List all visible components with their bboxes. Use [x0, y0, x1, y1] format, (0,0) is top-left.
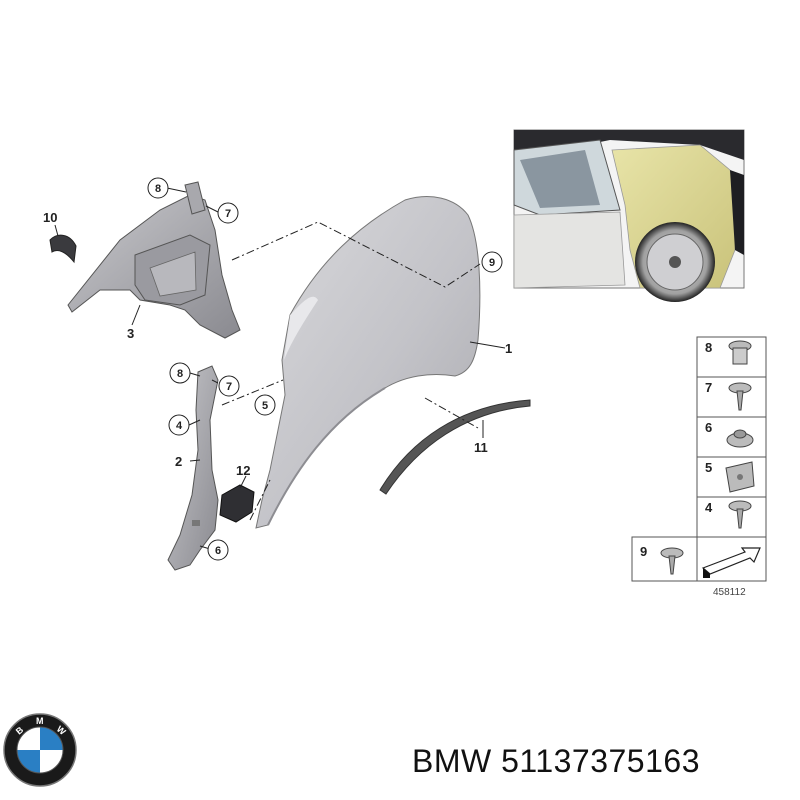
part-number: 51137375163 — [501, 743, 700, 779]
rubber-block — [219, 484, 255, 523]
callout-6: 6 — [207, 539, 229, 561]
label-1: 1 — [505, 341, 512, 356]
svg-text:M: M — [36, 716, 44, 726]
lower-bracket — [167, 365, 219, 571]
label-10: 10 — [43, 210, 57, 225]
legend-label-9: 9 — [640, 544, 647, 559]
seal-piece — [49, 234, 77, 264]
legend-label-6: 6 — [705, 420, 712, 435]
svg-text:8: 8 — [177, 368, 183, 380]
leader-lines — [54, 187, 506, 550]
legend-label-8: 8 — [705, 340, 712, 355]
svg-text:7: 7 — [226, 381, 232, 393]
screw-9-icon — [660, 547, 684, 575]
label-2: 2 — [175, 454, 182, 469]
bmw-logo: B M W — [3, 713, 77, 787]
svg-text:4: 4 — [176, 420, 183, 432]
svg-text:5: 5 — [262, 400, 268, 412]
screw-4-icon — [728, 500, 752, 529]
callout-9: 9 — [481, 251, 503, 273]
svg-text:8: 8 — [155, 183, 161, 195]
clip-nut-5-icon — [725, 461, 755, 493]
callout-7-upper: 7 — [217, 202, 239, 224]
direction-arrow-icon — [701, 547, 761, 578]
clip-8-icon — [728, 340, 752, 365]
upper-bracket — [67, 181, 241, 339]
screw-7-icon — [728, 382, 752, 411]
brand-part-number: BMW 51137375163 — [412, 741, 700, 781]
callout-7-lower: 7 — [218, 375, 240, 397]
label-3: 3 — [127, 326, 134, 341]
wheel-arch-trim — [379, 399, 531, 495]
brand-name: BMW — [412, 743, 492, 779]
legend-label-4: 4 — [705, 500, 713, 515]
callout-8-lower: 8 — [169, 362, 191, 384]
svg-text:B: B — [14, 724, 26, 736]
fender-panel — [255, 196, 481, 529]
svg-text:6: 6 — [215, 545, 221, 557]
callout-5: 5 — [254, 394, 276, 416]
diagram-number: 458112 — [713, 587, 746, 598]
svg-text:7: 7 — [225, 208, 231, 220]
legend-label-7: 7 — [705, 380, 712, 395]
fastener-legend: 8 7 6 5 4 9 — [631, 336, 767, 598]
nut-6-icon — [726, 429, 754, 448]
vehicle-location-inset — [513, 129, 745, 302]
label-11: 11 — [474, 440, 488, 455]
callout-8-upper: 8 — [147, 177, 169, 199]
svg-text:9: 9 — [489, 257, 495, 269]
callout-4: 4 — [168, 414, 190, 436]
label-12: 12 — [236, 463, 250, 478]
legend-label-5: 5 — [705, 460, 712, 475]
